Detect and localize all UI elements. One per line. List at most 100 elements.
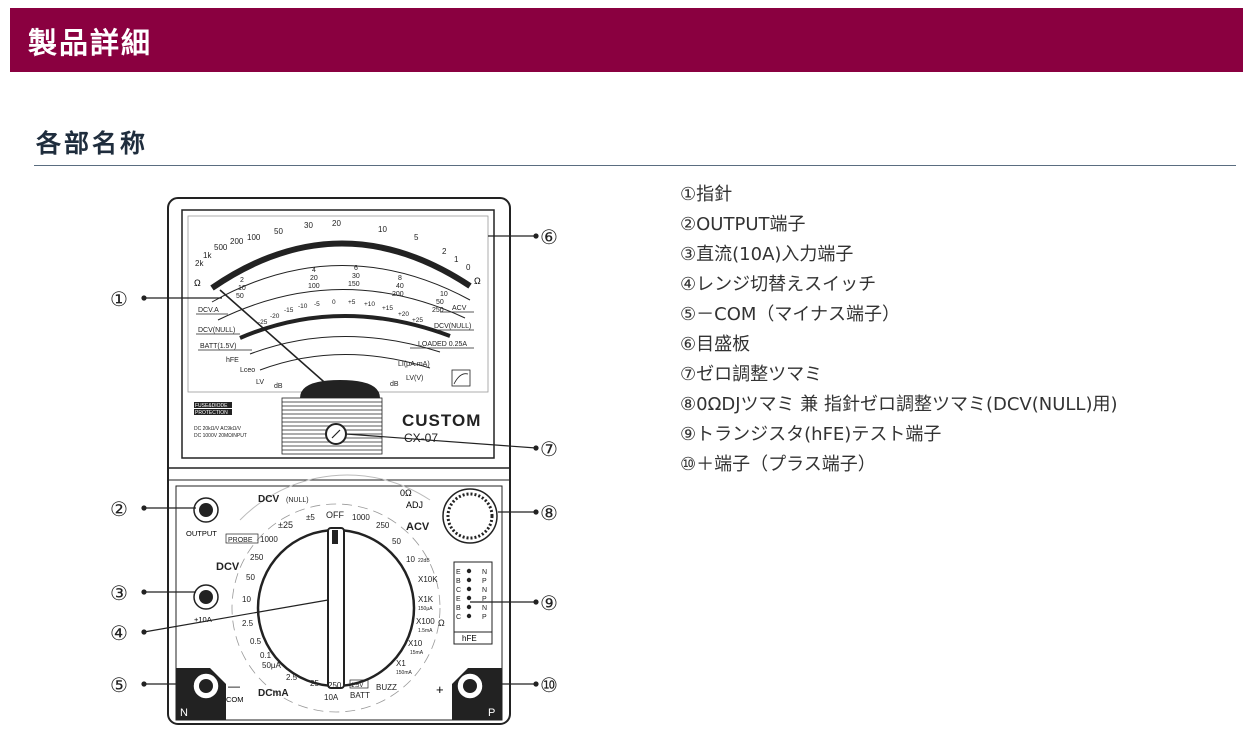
scale-label: -25 bbox=[258, 319, 268, 326]
needle bbox=[219, 289, 341, 397]
batt-label: BATT(1.5V) bbox=[200, 343, 236, 350]
range-sub-label: 22dB bbox=[418, 558, 430, 564]
off-label: OFF bbox=[326, 510, 344, 520]
scale-label: -15 bbox=[284, 307, 294, 314]
scale-label: 20 bbox=[332, 219, 341, 228]
brand-logo: CUSTOM bbox=[402, 411, 481, 430]
range-label: 250 bbox=[376, 521, 390, 530]
scale-label: 20 bbox=[310, 275, 318, 282]
com-label: COM bbox=[226, 695, 244, 704]
section-title: 各部名称 bbox=[36, 129, 149, 158]
range-label: 1000 bbox=[352, 513, 370, 522]
scale-label: 0 bbox=[466, 263, 471, 272]
db-right-label: dB bbox=[390, 381, 399, 388]
dcma-range-label: DCmA bbox=[258, 688, 289, 699]
range-label: 1000 bbox=[260, 535, 278, 544]
output-terminal bbox=[193, 497, 219, 523]
section-divider bbox=[34, 165, 1236, 166]
hfe-pin-label: N bbox=[482, 587, 487, 594]
multimeter-diagram: 2k 1k 500 200 100 50 30 20 10 5 2 1 0 Ω … bbox=[100, 190, 580, 730]
protection-label: PROTECTION bbox=[195, 410, 228, 416]
range-label: 50 bbox=[392, 537, 401, 546]
pivot-cover bbox=[300, 380, 380, 398]
loaded-label: LOADED 0.25A bbox=[418, 341, 467, 348]
ohm-scale-arc bbox=[210, 240, 472, 291]
parts-list: ①指針 ②OUTPUT端子 ③直流(10A)入力端子 ④レンジ切替えスイッチ ⑤… bbox=[680, 180, 1117, 480]
probe-label: PROBE bbox=[228, 537, 253, 544]
plus-sign: + bbox=[436, 682, 444, 697]
hfe-pin-label: C bbox=[456, 587, 461, 594]
dcv-null-range-label: DCV bbox=[258, 494, 279, 505]
hfe-pin-label: P bbox=[482, 578, 487, 585]
zero-ohm-adjust-knob bbox=[442, 488, 498, 544]
output-label: OUTPUT bbox=[186, 529, 217, 538]
callout-9: ⑨ bbox=[540, 593, 558, 615]
hfe-pin-label: N bbox=[482, 605, 487, 612]
scale-label: 30 bbox=[304, 221, 313, 230]
scale-label: -20 bbox=[270, 313, 280, 320]
hfe-pin-label: N bbox=[482, 569, 487, 576]
parts-list-item: ③直流(10A)入力端子 bbox=[680, 244, 854, 265]
scale-label: 200 bbox=[392, 291, 404, 298]
ohm-scale-left-label: Ω bbox=[194, 278, 201, 288]
scale-label: +20 bbox=[398, 311, 409, 318]
scale-label: 100 bbox=[247, 233, 261, 242]
range-label: X1K bbox=[418, 595, 434, 604]
minus-sign: — bbox=[228, 679, 240, 693]
scale-label: 10 bbox=[378, 225, 387, 234]
scale-label: 500 bbox=[214, 243, 228, 252]
page-title: 製品詳細 bbox=[28, 26, 153, 60]
scale-label: 1 bbox=[454, 255, 459, 264]
p-label: P bbox=[488, 707, 495, 719]
scale-label: 40 bbox=[396, 283, 404, 290]
range-label: ±25 bbox=[278, 520, 293, 530]
range-label: X10 bbox=[408, 639, 423, 648]
model-label: CX-07 bbox=[404, 431, 438, 445]
spec-line: DC 1000V 20MΩINPUT bbox=[194, 433, 247, 439]
com-terminal bbox=[192, 672, 220, 700]
hfe-pin-label: E bbox=[456, 596, 461, 603]
callout-3: ③ bbox=[110, 583, 128, 605]
scale-label: 200 bbox=[230, 237, 244, 246]
callout-10: ⑩ bbox=[540, 675, 558, 697]
dcv-null-label: DCV(NULL) bbox=[198, 327, 235, 334]
hfe-label: hFE bbox=[462, 634, 477, 643]
scale-label: +15 bbox=[382, 305, 393, 312]
acv-range-label: ACV bbox=[406, 521, 430, 533]
parts-list-item: ①指針 bbox=[680, 184, 733, 205]
hfe-pin-label: B bbox=[456, 605, 461, 612]
scale-label: -5 bbox=[314, 301, 320, 308]
scale-label: 50 bbox=[274, 227, 283, 236]
scale-label: +10 bbox=[364, 301, 375, 308]
scale-label: 2k bbox=[195, 259, 204, 268]
dcv-null-range-sub: (NULL) bbox=[286, 497, 309, 504]
hfe-pin-label: B bbox=[456, 578, 461, 585]
scale-label: 0 bbox=[332, 299, 336, 306]
range-label: 2.5 bbox=[242, 619, 254, 628]
callout-5: ⑤ bbox=[110, 675, 128, 697]
range-label: 0.5 bbox=[250, 637, 262, 646]
scale-label: 100 bbox=[308, 283, 320, 290]
fuse-label: FUSE&DIODE bbox=[195, 403, 228, 409]
ohm-scale-right-label: Ω bbox=[474, 276, 481, 286]
n-label: N bbox=[180, 707, 188, 719]
scale-label: 150 bbox=[348, 281, 360, 288]
10a-label: +10A bbox=[194, 615, 212, 624]
range-label: 10 bbox=[406, 555, 415, 564]
hfe-pin-label: E bbox=[456, 569, 461, 576]
parts-list-item: ④レンジ切替えスイッチ bbox=[680, 274, 877, 295]
scale-label: 50 bbox=[436, 299, 444, 306]
scale-label: 50 bbox=[236, 293, 244, 300]
page-header: 製品詳細 bbox=[10, 8, 1243, 72]
parts-list-item: ②OUTPUT端子 bbox=[680, 214, 806, 235]
spec-line: DC 20kΩ/V AC9kΩ/V bbox=[194, 426, 242, 432]
range-label: 250 bbox=[250, 553, 264, 562]
scale-label: 6 bbox=[354, 265, 358, 272]
scale-label: +25 bbox=[412, 317, 423, 324]
hfe-pin-label: P bbox=[482, 596, 487, 603]
callout-1: ① bbox=[110, 289, 128, 311]
scale-label: 8 bbox=[398, 275, 402, 282]
scale-label: 250 bbox=[432, 307, 444, 314]
mark-icon bbox=[451, 369, 471, 387]
scale-label: 2 bbox=[442, 247, 447, 256]
